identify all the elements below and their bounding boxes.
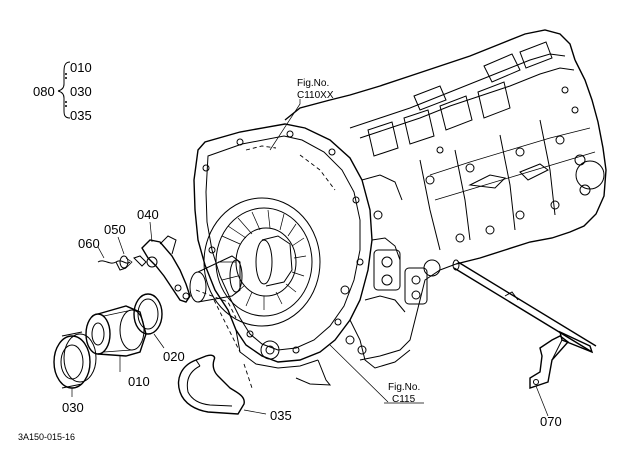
group-parent-label: 080	[33, 84, 55, 99]
clutch-housing	[193, 123, 441, 386]
figure-ref-code: C110XX	[297, 90, 334, 101]
part-label-020: 020	[163, 349, 185, 364]
figure-ref-label: Fig.No.	[388, 382, 420, 393]
part-group-bracket	[57, 61, 71, 119]
leader-lines	[71, 99, 549, 417]
figure-ref-label: Fig.No.	[297, 78, 329, 89]
spring-clip	[177, 354, 245, 415]
group-item-label: 035	[70, 108, 92, 123]
part-label-010: 010	[128, 374, 150, 389]
figure-ref-code: C115	[392, 394, 416, 405]
group-item-label: 030	[70, 84, 92, 99]
part-label-040: 040	[137, 207, 159, 222]
part-label-030: 030	[62, 400, 84, 415]
drawing-code: 3A150-015-16	[18, 432, 75, 442]
release-fork	[97, 235, 191, 303]
part-label-035: 035	[270, 408, 292, 423]
part-label-070: 070	[540, 414, 562, 429]
snap-ring	[133, 293, 163, 335]
release-shaft	[452, 259, 597, 389]
transmission-case	[284, 29, 607, 361]
clutch-assembly	[189, 197, 321, 327]
group-item-label: 010	[70, 60, 92, 75]
release-bearing	[53, 331, 97, 389]
part-label-060: 060	[78, 236, 100, 251]
part-label-050: 050	[104, 222, 126, 237]
